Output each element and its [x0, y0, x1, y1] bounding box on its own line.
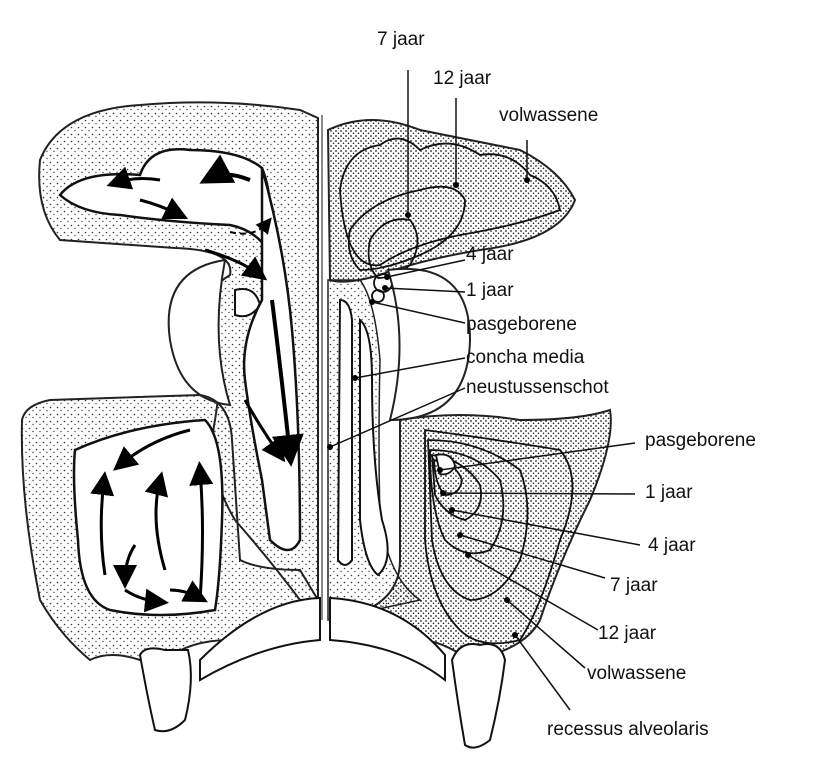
frontal-sinus-12 — [347, 185, 466, 271]
label-top-12-jaar: 12 jaar — [433, 68, 492, 89]
label-recessus-alveolaris: recessus alveolaris — [547, 719, 709, 740]
maxillary-adult — [424, 428, 574, 645]
label-neustussenschot: neustussenschot — [466, 377, 609, 398]
label-top-4-jaar: 4 jaar — [466, 244, 514, 265]
label-bottom-12-jaar: 12 jaar — [598, 623, 657, 644]
right-orbit — [386, 267, 472, 422]
label-concha-media: concha media — [466, 347, 585, 368]
label-top-1-jaar: 1 jaar — [466, 280, 514, 301]
left-maxillary-sinus — [72, 418, 224, 617]
label-bottom-pasgeborene: pasgeborene — [645, 430, 756, 451]
label-bottom-4-jaar: 4 jaar — [648, 535, 696, 556]
left-orbit — [167, 258, 232, 407]
left-half-airflow — [20, 101, 319, 733]
label-bottom-volwassene: volwassene — [587, 663, 686, 684]
maxillary-7 — [429, 449, 505, 555]
label-top-7-jaar: 7 jaar — [377, 29, 425, 50]
label-top-volwassene: volwassene — [499, 105, 598, 126]
label-bottom-1-jaar: 1 jaar — [645, 482, 693, 503]
right-concha — [359, 317, 389, 577]
right-half-growth — [199, 70, 641, 749]
maxillary-12 — [427, 439, 529, 601]
label-bottom-7-jaar: 7 jaar — [610, 575, 658, 596]
right-tooth — [450, 643, 507, 749]
label-top-pasgeborene: pasgeborene — [466, 314, 577, 335]
left-tooth — [138, 647, 192, 733]
frontal-sinus-7 — [367, 218, 419, 279]
frontal-sinus-adult — [339, 137, 562, 267]
maxillary-4 — [431, 453, 482, 521]
